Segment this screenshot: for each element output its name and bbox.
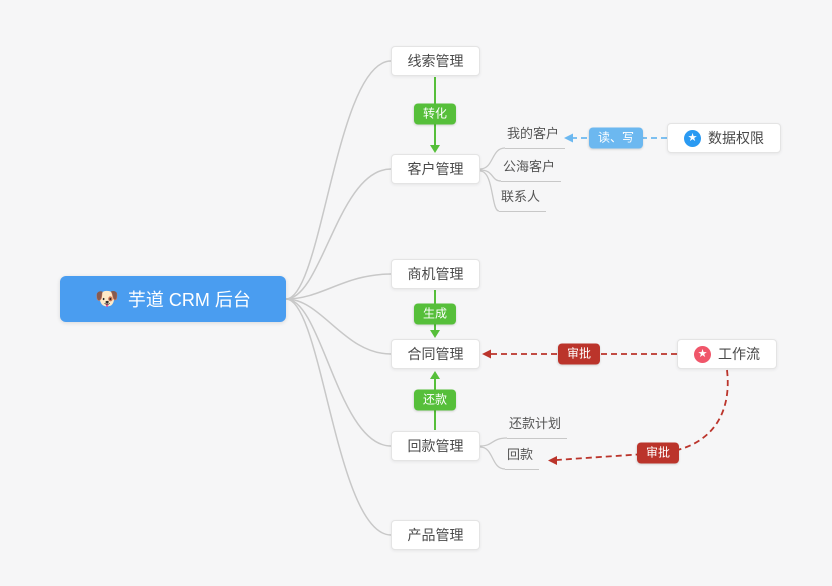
node-label: 工作流 [718,346,760,362]
leaf-public-customers[interactable]: 公海客户 [501,159,562,182]
leaf-repayment-plan[interactable]: 还款计划 [507,416,568,439]
dog-emoji-icon: 🐶 [95,289,119,310]
badge-generate[interactable]: 生成 [413,303,457,325]
green-flow-arrows [430,77,440,430]
badge-approve-receivable[interactable]: 审批 [636,442,680,464]
badge-approve-contract[interactable]: 审批 [557,343,601,365]
node-product-management[interactable]: 产品管理 [391,520,480,550]
root-node-label: 芋道 CRM 后台 [127,290,251,310]
node-label: 商机管理 [407,266,464,282]
leaf-contacts[interactable]: 联系人 [499,189,547,212]
node-label: 产品管理 [407,527,464,543]
node-workflow[interactable]: ★ 工作流 [677,339,777,369]
badge-convert[interactable]: 转化 [413,103,457,125]
root-node-crm-backend[interactable]: 🐶 芋道 CRM 后台 [60,276,286,322]
node-receivable-management[interactable]: 回款管理 [391,431,480,461]
node-label: 客户管理 [407,161,464,177]
node-label: 回款管理 [407,438,464,454]
badge-repay[interactable]: 还款 [413,389,457,411]
badge-read-write[interactable]: 读、写 [588,127,644,149]
leaf-repayment[interactable]: 回款 [505,447,540,470]
root-branch-curves [285,60,392,536]
node-contract-management[interactable]: 合同管理 [391,339,480,369]
node-leads-management[interactable]: 线索管理 [391,46,480,76]
node-label: 合同管理 [407,346,464,362]
node-data-permission[interactable]: ★ 数据权限 [667,123,781,153]
node-label: 线索管理 [407,53,464,69]
leaf-my-customers[interactable]: 我的客户 [505,126,566,149]
star-icon: ★ [684,129,701,147]
node-customer-management[interactable]: 客户管理 [391,154,480,184]
star-icon: ★ [694,345,711,363]
node-label: 数据权限 [708,130,764,146]
node-opportunity-management[interactable]: 商机管理 [391,259,480,289]
